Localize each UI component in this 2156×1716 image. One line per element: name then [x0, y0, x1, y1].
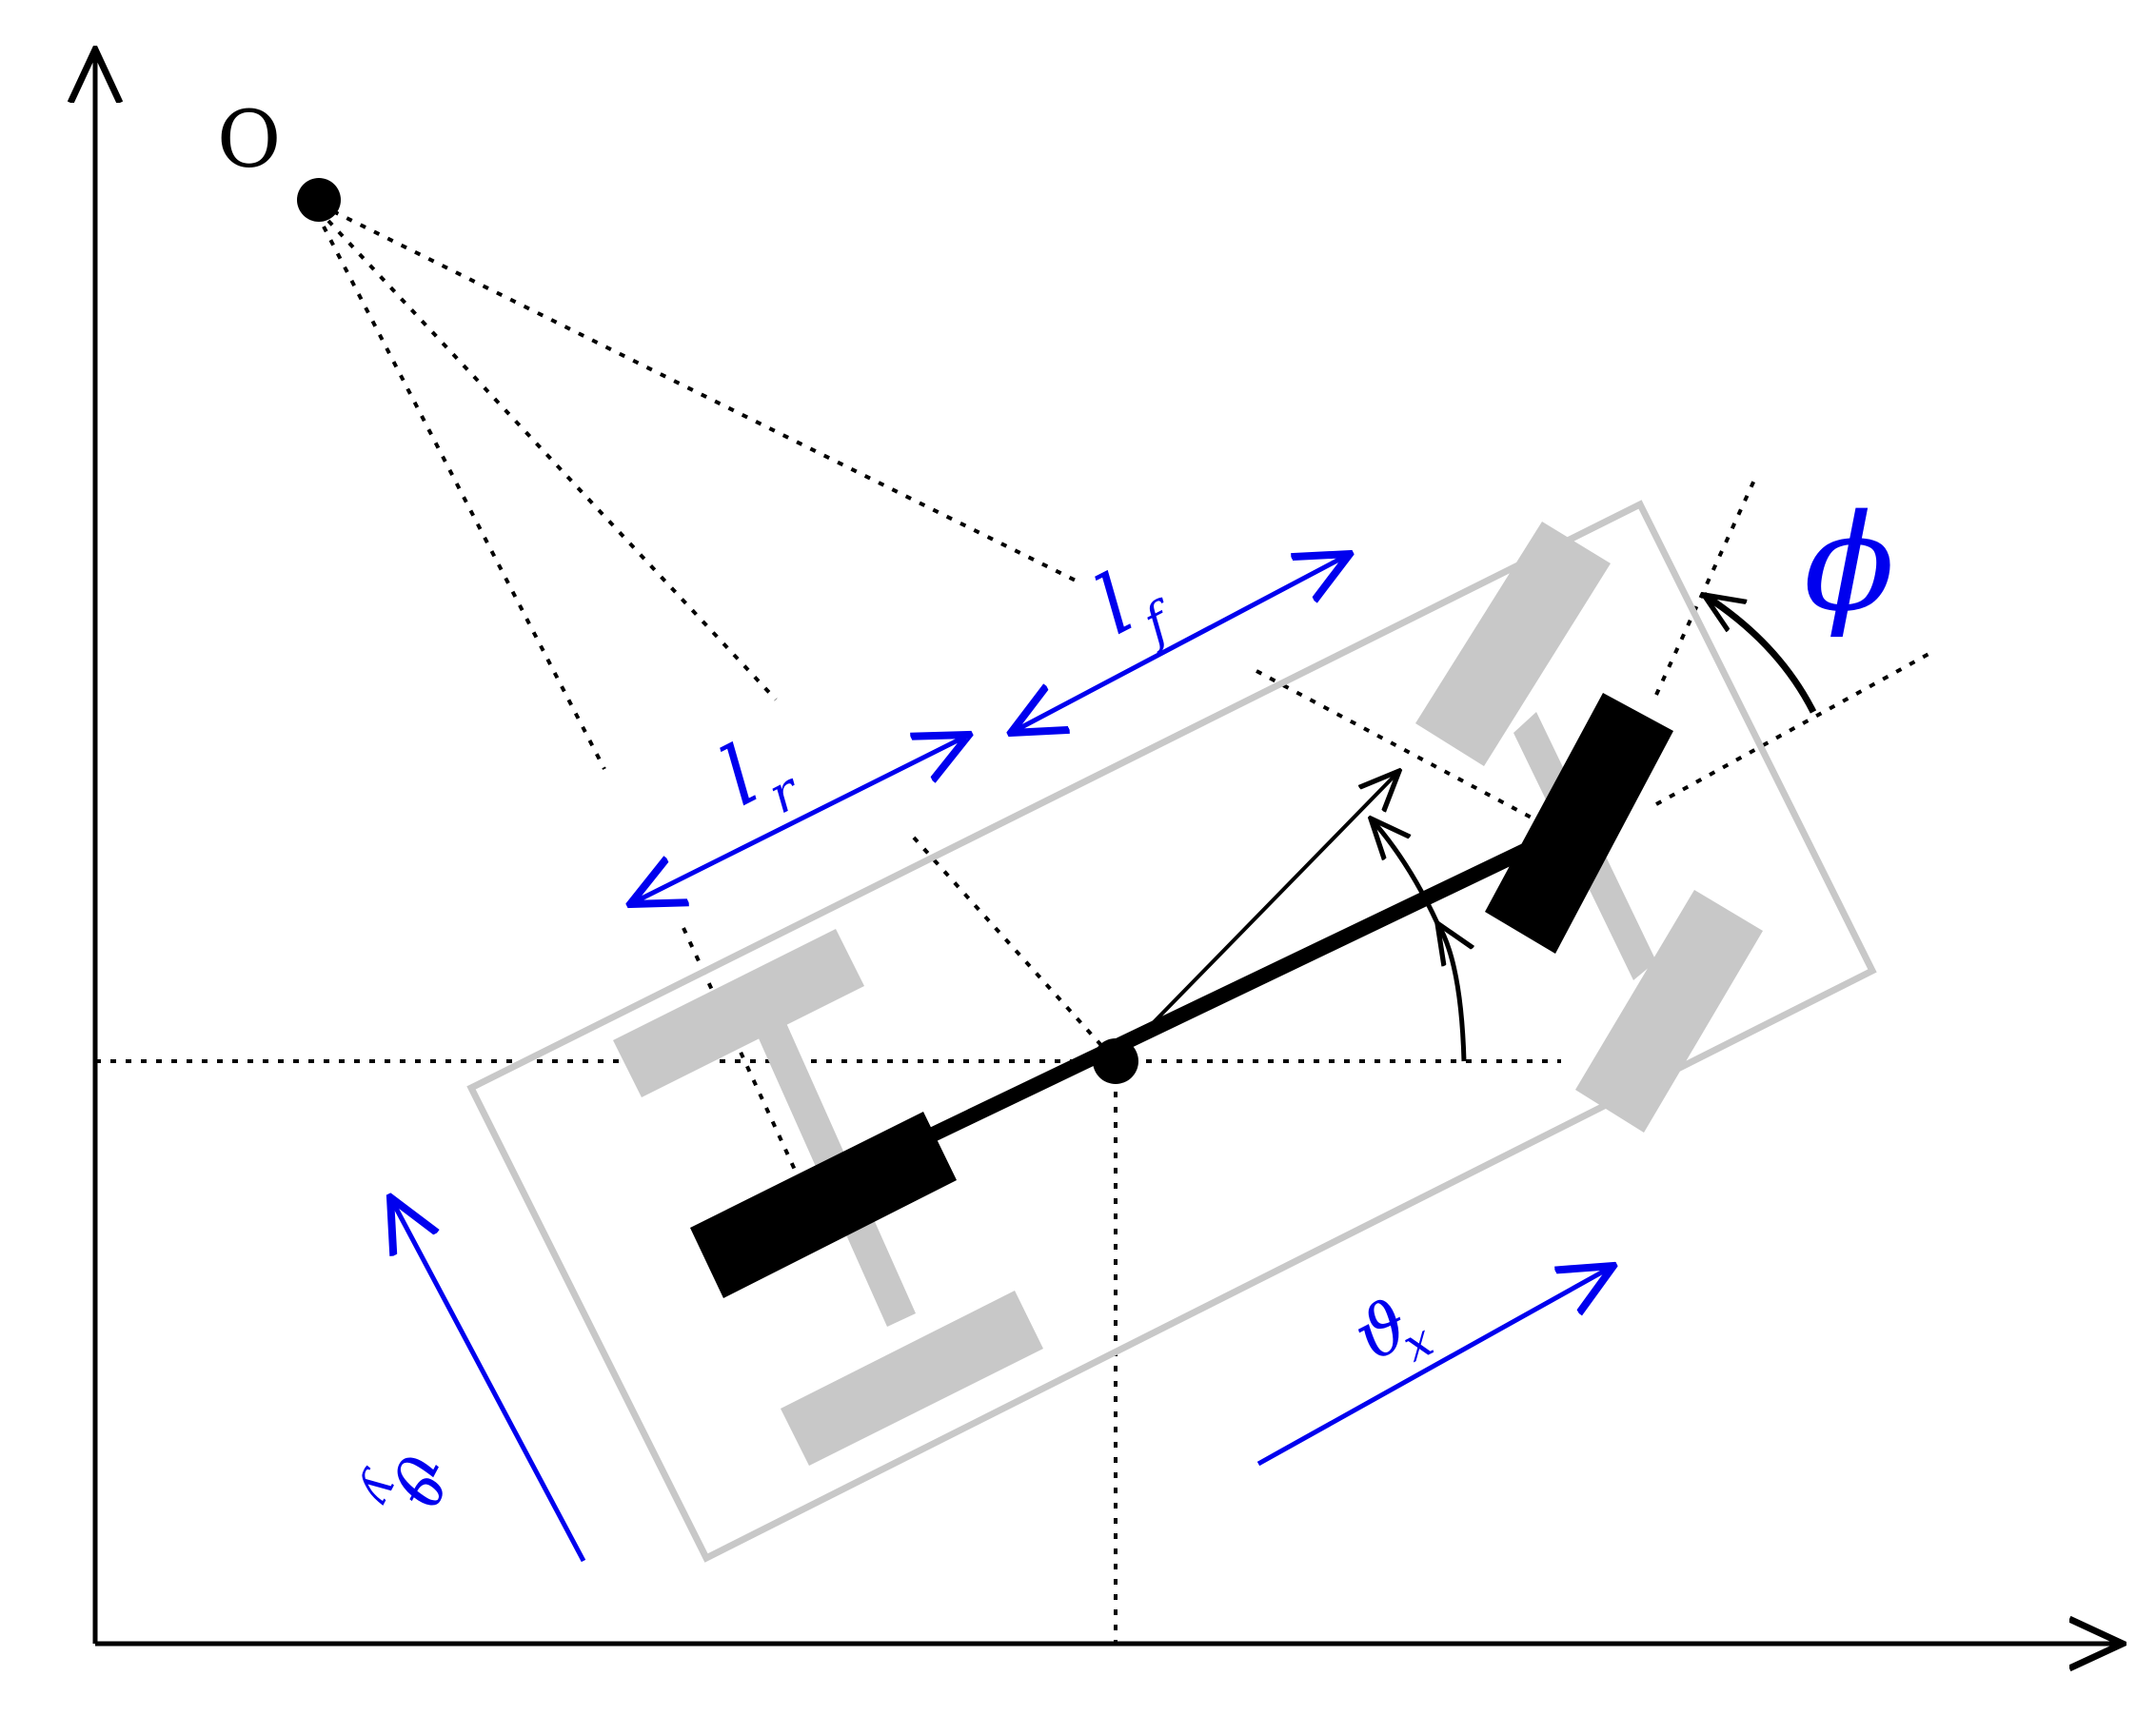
- rear-right-wheel: [781, 1291, 1043, 1466]
- front-wheel-black: [1485, 693, 1673, 954]
- front-right-wheel: [1575, 890, 1763, 1133]
- lf-label: l f: [1081, 557, 1185, 656]
- chassis-line: [834, 839, 1536, 1188]
- origin-label: O: [217, 95, 281, 186]
- steering-angle-arc: [1704, 595, 1817, 714]
- phi-label: ϕ: [1804, 486, 1894, 641]
- origin-point: [297, 178, 341, 222]
- front-wheel-direction-line: [1655, 650, 1933, 806]
- rear-left-wheel: [613, 929, 864, 1097]
- ray-to-cg-lower: [912, 836, 1118, 1063]
- rear-axle-bar: [739, 980, 916, 1327]
- coordinate-axes: [95, 49, 2123, 1644]
- front-left-wheel: [1415, 522, 1611, 766]
- vy-vector: [390, 1197, 586, 1563]
- ray-to-cg-upper: [326, 219, 778, 701]
- vehicle-heading-line: [1654, 475, 1758, 696]
- vehicle-body: [466, 500, 1877, 1563]
- slip-angle-arc: [1437, 923, 1464, 1062]
- lr-dimension-arrow: [630, 735, 969, 904]
- vx-label: ϑ x: [1342, 1284, 1442, 1377]
- rear-wheel-black: [690, 1112, 957, 1298]
- ray-to-front-axle: [332, 209, 1077, 582]
- rear-axle-gray: [613, 929, 1043, 1466]
- vy-label: ϑ y: [352, 1439, 465, 1520]
- bicycle-model: [690, 693, 1673, 1298]
- lf-dimension-arrow: [1011, 554, 1350, 733]
- slip-angle-arc-outer: [1371, 819, 1440, 925]
- instantaneous-center: O: [217, 95, 341, 222]
- velocity-and-angles: [1114, 595, 1817, 1063]
- velocity-vector: [1114, 771, 1399, 1063]
- ray-to-rear-axle: [322, 226, 606, 770]
- dotted-construction-lines: [95, 209, 1933, 1644]
- vx-vector: [1256, 1266, 1613, 1467]
